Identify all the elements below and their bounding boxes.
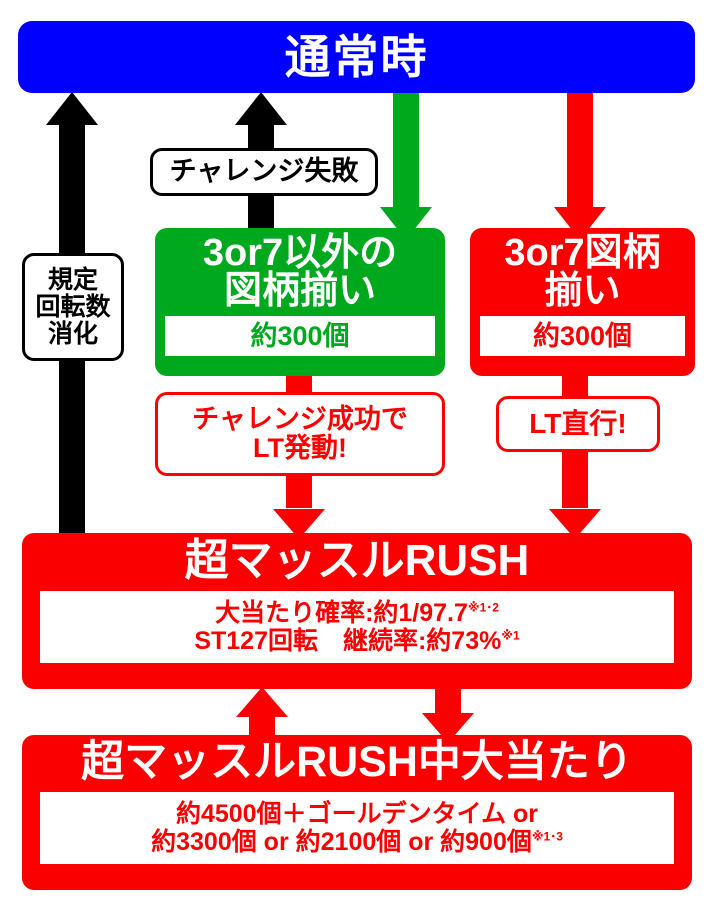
rush-stats-line-1: 大当たり確率:約1/97.7※1･2 xyxy=(215,599,499,627)
rush-stats: 大当たり確率:約1/97.7※1･2 ST127回転 継続率:約73%※1 xyxy=(40,591,674,663)
challenge-fail-text: チャレンジ失敗 xyxy=(169,156,359,187)
spin-consumption-line-2: 回転数 xyxy=(35,292,111,321)
red-pattern-payout: 約300個 xyxy=(480,316,685,356)
rush-title-text: 超マッスルRUSH xyxy=(184,536,530,585)
green-pattern-payout-text: 約300個 xyxy=(250,320,350,351)
rush-continuation: ST127回転 継続率:約73% xyxy=(194,627,502,655)
challenge-success-line-2: LT発動! xyxy=(253,433,347,463)
spin-consumption-line-3: 消化 xyxy=(47,319,98,348)
arrow-shaft xyxy=(435,686,461,713)
red-pattern-title: 3or7図柄 揃い xyxy=(504,234,660,310)
to-red-pattern-arrow xyxy=(552,90,608,240)
red-pattern-title-line-1: 3or7図柄 xyxy=(504,232,661,274)
arrow-shaft xyxy=(562,452,588,508)
green-pattern-title: 3or7以外の 図柄揃い xyxy=(203,234,397,310)
challenge-success-label: チャレンジ成功で LT発動! xyxy=(155,392,445,476)
rush-jackpot-footnote: ※1･3 xyxy=(531,829,563,844)
rush-hit-rate: 大当たり確率:約1/97.7 xyxy=(215,599,468,627)
spin-consumption-line-1: 規定 xyxy=(47,265,98,294)
rush-to-jackpot-arrow xyxy=(420,686,476,743)
green-pattern-title-line-1: 3or7以外の xyxy=(202,232,398,274)
jackpot-to-rush-arrow xyxy=(234,687,290,740)
green-pattern-title-line-2: 図柄揃い xyxy=(223,270,376,312)
rush-continuation-footnote: ※1 xyxy=(501,628,520,643)
rush-jackpot-payout-options: 約3300個 or 約2100個 or 約900個 xyxy=(151,828,532,856)
arrow-shaft xyxy=(249,717,275,740)
arrow-shaft xyxy=(393,90,419,207)
arrow-shaft xyxy=(567,90,593,207)
rush-hit-rate-footnote: ※1･2 xyxy=(467,600,499,615)
success-to-rush-arrow xyxy=(271,468,327,539)
rush-jackpot-title-text: 超マッスルRUSH中大当たり xyxy=(81,738,633,786)
arrow-head-up-icon xyxy=(235,92,287,125)
red-pattern-title-line-2: 揃い xyxy=(544,270,621,312)
lt-direct-label: LT直行! xyxy=(496,396,660,452)
rush-box: 超マッスルRUSH 大当たり確率:約1/97.7※1･2 ST127回転 継続率… xyxy=(22,533,692,689)
green-pattern-box: 3or7以外の 図柄揃い 約300個 xyxy=(155,228,445,376)
green-pattern-payout: 約300個 xyxy=(165,316,435,356)
challenge-success-line-1: チャレンジ成功で xyxy=(192,403,408,434)
page-title: 通常時 xyxy=(284,31,429,83)
rush-jackpot-payouts: 約4500個＋ゴールデンタイム or 約3300個 or 約2100個 or 約… xyxy=(40,792,674,864)
to-green-pattern-arrow xyxy=(378,90,434,240)
red-pattern-payout-text: 約300個 xyxy=(532,320,633,351)
normal-state-header: 通常時 xyxy=(18,21,695,93)
red-pattern-box: 3or7図柄 揃い 約300個 xyxy=(470,228,695,376)
lt-direct-text: LT直行! xyxy=(529,407,627,439)
direct-to-rush-arrow xyxy=(547,452,603,539)
spin-consumption-label: 規定 回転数 消化 xyxy=(22,253,124,361)
rush-stats-line-2: ST127回転 継続率:約73%※1 xyxy=(194,627,519,655)
rush-jackpot-title: 超マッスルRUSH中大当たり xyxy=(81,739,633,784)
rush-jackpot-payout-line-1: 約4500個＋ゴールデンタイム or xyxy=(175,800,539,828)
rush-jackpot-box: 超マッスルRUSH中大当たり 約4500個＋ゴールデンタイム or 約3300個… xyxy=(22,735,692,890)
challenge-fail-label: チャレンジ失敗 xyxy=(150,148,378,196)
arrow-head-up-icon xyxy=(236,687,288,717)
rush-jackpot-payout-line-2: 約3300個 or 約2100個 or 約900個※1･3 xyxy=(151,828,563,856)
arrow-head-up-icon xyxy=(46,92,98,125)
rush-title: 超マッスルRUSH xyxy=(185,537,530,583)
